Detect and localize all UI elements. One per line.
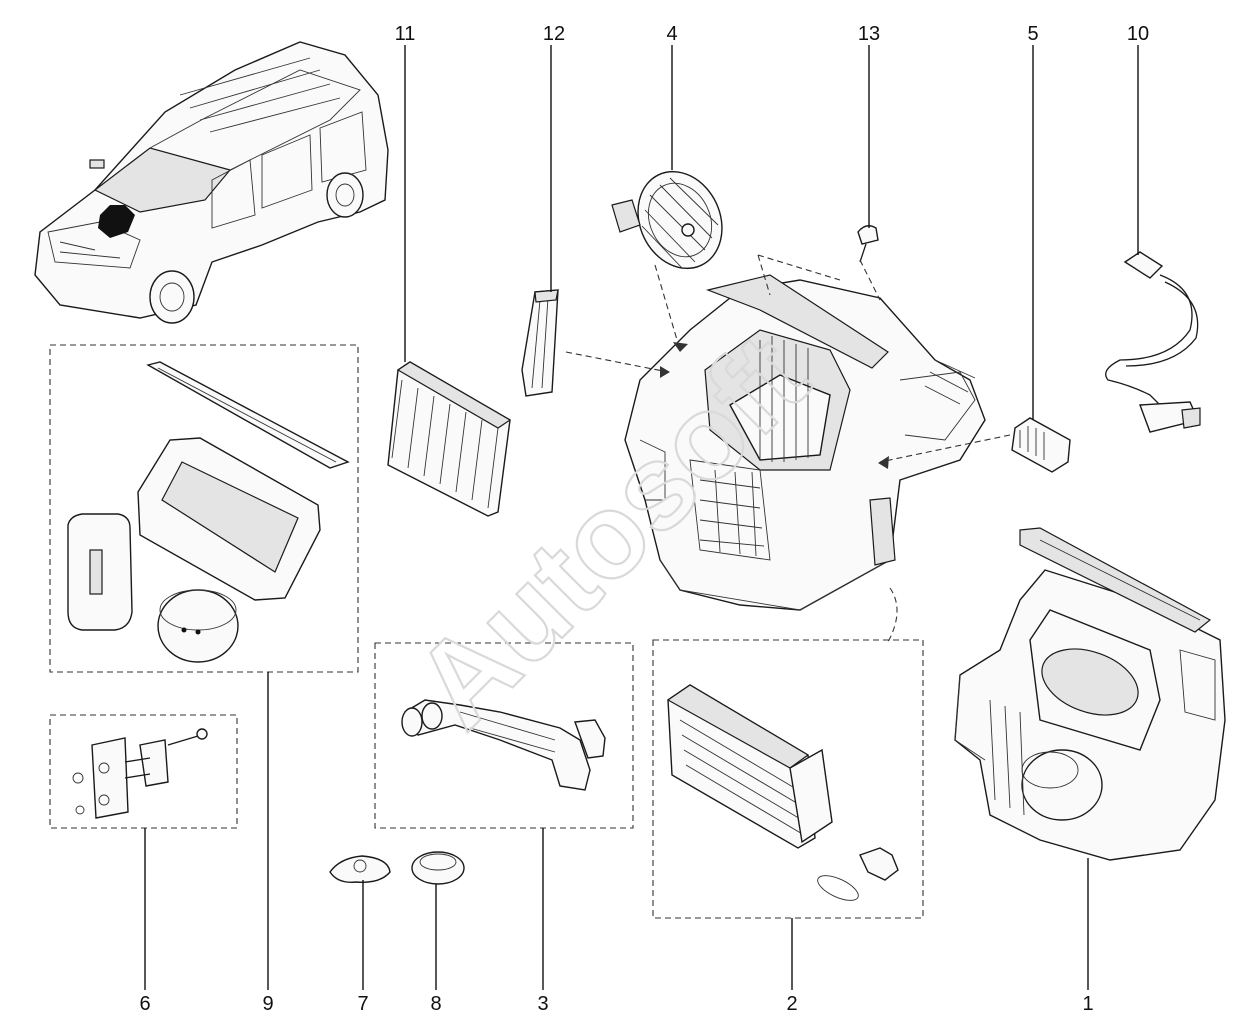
callout-8: 8	[430, 993, 441, 1015]
heater-core-icon	[666, 684, 899, 901]
callout-9: 9	[262, 993, 273, 1015]
callout-5: 5	[1027, 23, 1038, 45]
grommet-icon	[411, 851, 465, 885]
control-module	[521, 289, 559, 397]
callout-4: 4	[666, 23, 677, 45]
callout-3: 3	[537, 993, 548, 1015]
blower-fan-icon	[611, 170, 723, 270]
hvac-unit-icon	[954, 527, 1226, 861]
vehicle-overview-icon	[34, 41, 389, 324]
cabin-filter-icon	[387, 361, 512, 517]
callout-6: 6	[139, 993, 150, 1015]
callout-12: 12	[543, 23, 565, 45]
resistor-icon	[1011, 417, 1071, 473]
wiring-harness-icon	[1105, 251, 1201, 433]
callout-2: 2	[786, 993, 797, 1015]
callout-1: 1	[1082, 993, 1093, 1015]
callout-7: 7	[357, 993, 368, 1015]
clip-icon	[329, 855, 391, 883]
callout-11: 11	[395, 23, 416, 45]
expansion-valve	[72, 728, 208, 819]
heater-pipe-icon	[401, 699, 606, 791]
heater-housing-icon	[624, 274, 986, 611]
seal-kit	[67, 361, 350, 663]
callout-10: 10	[1127, 23, 1149, 45]
callout-13: 13	[858, 23, 880, 45]
screw-icon	[857, 225, 879, 263]
